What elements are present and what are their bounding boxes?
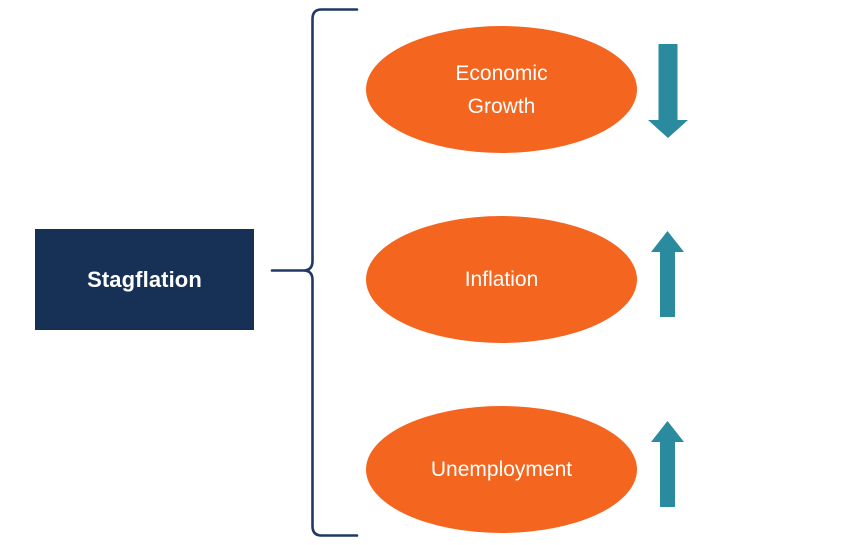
down-arrow-shape (648, 44, 688, 138)
root-concept-box: Stagflation (35, 229, 254, 330)
branch-ellipse: Inflation (366, 216, 637, 343)
branch-economic-growth: Economic Growth (366, 26, 688, 154)
root-concept-label: Stagflation (87, 266, 202, 292)
branch-unemployment: Unemployment (366, 406, 688, 534)
branch-label: Inflation (464, 268, 539, 291)
up-arrow-shape (651, 231, 684, 317)
up-arrow-icon (651, 231, 684, 317)
brace-path (270, 8, 359, 537)
curly-brace-connector (270, 8, 359, 537)
branch-label: Economic Growth (455, 61, 548, 118)
up-arrow-shape (651, 421, 684, 507)
down-arrow-icon (648, 44, 688, 138)
branch-ellipse: Economic Growth (366, 26, 637, 153)
branch-inflation: Inflation (366, 216, 688, 344)
up-arrow-icon (651, 421, 684, 507)
branch-label: Unemployment (430, 458, 573, 481)
branch-ellipse: Unemployment (366, 406, 637, 533)
